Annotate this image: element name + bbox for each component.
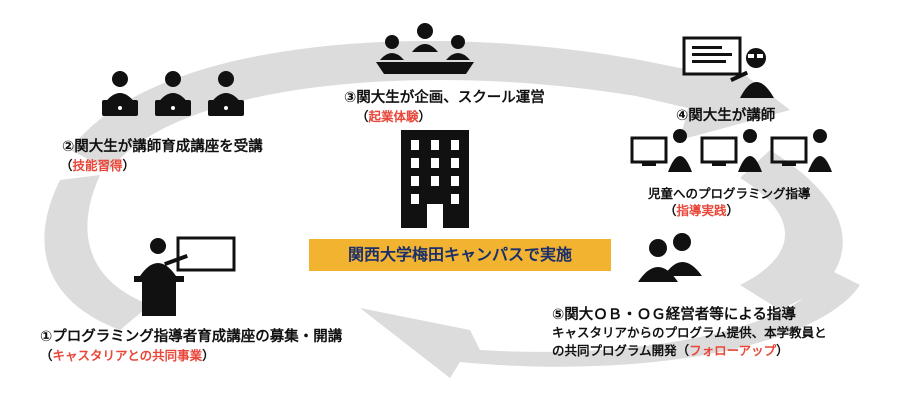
step5-title: ⑤関大ＯＢ・ＯＧ経営者等による指導 <box>552 307 796 323</box>
step5-line3-suffix: ） <box>776 343 789 358</box>
paren-close: ） <box>418 109 432 124</box>
meeting-table-icon <box>376 23 474 74</box>
paren-close: ） <box>726 203 740 218</box>
step4-highlight-line: （指導実践） <box>664 200 739 219</box>
children-at-computers-icon <box>630 129 832 172</box>
step4-highlight: 指導実践 <box>676 203 727 218</box>
right-arc <box>740 150 843 310</box>
paren-open: （ <box>356 109 369 124</box>
mentors-icon <box>638 233 702 282</box>
step1-highlight: キャスタリアとの共同事業 <box>52 348 203 363</box>
step2-title: ②関大生が講師育成講座を受講 <box>62 139 263 155</box>
step5-highlight: フォローアップ <box>689 343 777 358</box>
office-building-icon <box>401 130 469 228</box>
paren-open: （ <box>664 203 677 218</box>
left-arc <box>44 175 150 330</box>
students-with-laptops-icon <box>102 71 244 116</box>
step2-highlight: 技能習得 <box>72 158 123 173</box>
step5-line2: キャスタリアからのプログラム提供、本学教員と <box>552 325 827 340</box>
step3-title: ③関大生が企画、スクール運営 <box>344 90 545 106</box>
step3-highlight-line: （起業体験） <box>356 106 431 125</box>
step4-title: ④関大生が講師 <box>676 108 776 124</box>
step1-title: ①プログラミング指導者育成講座の募集・開講 <box>40 329 343 345</box>
top-arc <box>70 40 790 170</box>
step5-line3: の共同プログラム開発（フォローアップ） <box>552 340 789 359</box>
bottom-arc-arrow <box>360 270 860 378</box>
step3-highlight: 起業体験 <box>368 109 419 124</box>
paren-open: （ <box>40 348 53 363</box>
venue-banner: 関西大学梅田キャンパスで実施 <box>309 239 611 271</box>
step2-highlight-line: （技能習得） <box>60 155 135 174</box>
paren-close: ） <box>202 348 215 363</box>
paren-open: （ <box>60 158 73 173</box>
step5-line3-prefix: の共同プログラム開発（ <box>552 343 690 358</box>
step1-highlight-line: （キャスタリアとの共同事業） <box>40 345 215 364</box>
venue-banner-text: 関西大学梅田キャンパスで実施 <box>347 245 572 264</box>
paren-close: ） <box>122 158 136 173</box>
step4-subtitle: 児童へのプログラミング指導 <box>648 186 811 201</box>
teacher-presentation-icon <box>682 36 774 98</box>
lecturer-at-podium-icon <box>134 236 236 316</box>
